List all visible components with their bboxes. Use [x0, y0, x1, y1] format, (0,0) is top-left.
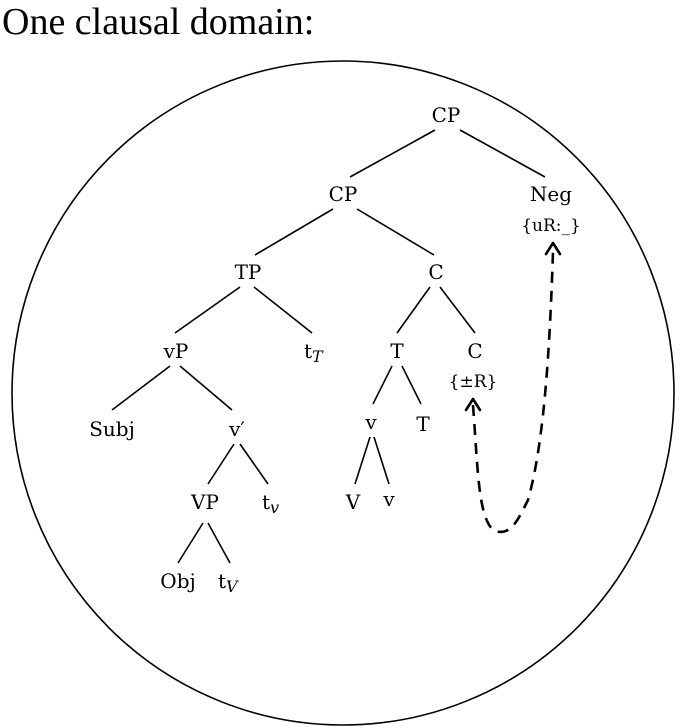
edge-v-to-V — [354, 436, 371, 485]
diagram-title: One clausal domain: — [2, 1, 315, 43]
neg-feature: {uR:_} — [521, 216, 581, 236]
edge-cp-to-c — [356, 208, 435, 256]
node-t-V-trace: tV — [218, 569, 239, 596]
edge-cp-to-tp — [254, 208, 334, 256]
node-c-bar: C — [428, 260, 443, 284]
edge-vp-to-vbar — [179, 365, 233, 411]
node-t-head: T — [390, 339, 404, 363]
node-v-in-t: v — [364, 410, 377, 434]
c-feature: {±R} — [449, 372, 498, 392]
edge-tp-to-vp — [174, 286, 241, 334]
edge-vbar-to-tv — [239, 443, 269, 485]
arrowhead-at-c — [464, 397, 482, 412]
node-tp: TP — [235, 260, 262, 284]
trace-subscript-v: v — [270, 498, 279, 517]
trace-t: t — [304, 339, 312, 363]
edge-vp-to-subj — [111, 365, 171, 411]
node-c-head: C — [467, 339, 482, 363]
trace-subscript-V: V — [226, 577, 239, 596]
node-vp-little: vP — [163, 339, 189, 363]
node-t-T-trace: tT — [304, 339, 324, 366]
node-cp: CP — [329, 182, 358, 206]
edge-c-to-c-head — [439, 286, 476, 334]
trace-t: t — [218, 569, 226, 593]
edge-c-to-t — [396, 286, 431, 334]
agree-dependency-arrow — [471, 251, 555, 534]
node-V-in-v: V — [345, 490, 361, 514]
node-cp-top: CP — [432, 103, 461, 127]
node-obj: Obj — [160, 569, 195, 593]
clausal-domain-circle — [11, 60, 675, 726]
node-neg: Neg — [530, 182, 572, 206]
node-t-in-t: T — [416, 412, 430, 436]
edge-tp-to-tt — [253, 286, 313, 334]
edge-cp-top-to-cp — [349, 129, 436, 178]
edge-v-to-v — [373, 436, 390, 485]
tree-edges — [111, 129, 546, 564]
trace-t: t — [262, 490, 270, 514]
arrowhead-at-neg — [544, 241, 562, 256]
trace-subscript-T: T — [312, 347, 324, 366]
edge-VP-to-obj — [177, 522, 204, 564]
edge-vbar-to-vp — [207, 443, 235, 485]
node-v-in-v: v — [382, 487, 395, 511]
edge-VP-to-tV — [207, 522, 231, 564]
node-v-bar: v′ — [228, 417, 245, 441]
edge-t-to-v — [372, 365, 393, 405]
node-vp-big: VP — [190, 490, 219, 514]
node-t-v-trace: tv — [262, 490, 279, 517]
node-subj: Subj — [89, 417, 135, 441]
edge-t-to-t — [401, 365, 422, 405]
edge-cp-top-to-neg — [459, 129, 546, 178]
